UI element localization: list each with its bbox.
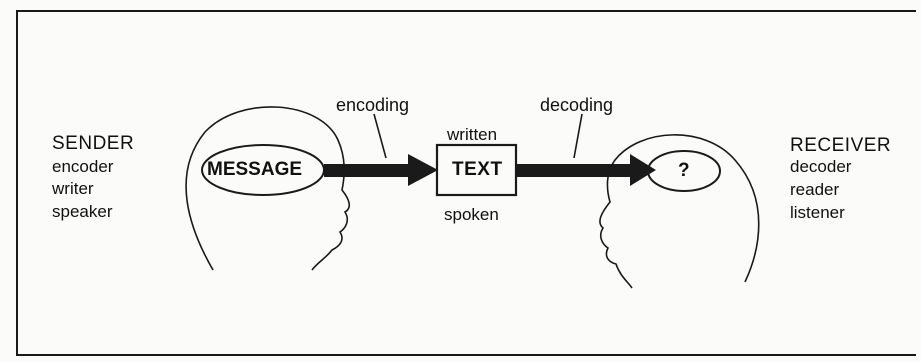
receiver-role-decoder: decoder bbox=[790, 157, 852, 176]
spoken-label: spoken bbox=[444, 205, 499, 224]
text-box-label: TEXT bbox=[452, 159, 503, 180]
receiver-role-listener: listener bbox=[790, 203, 845, 222]
receiver-role-reader: reader bbox=[790, 180, 840, 199]
diagram-frame bbox=[16, 10, 916, 356]
decoding-arrow-head bbox=[630, 154, 656, 186]
receiver-title: RECEIVER bbox=[790, 135, 892, 156]
decoding-label: decoding bbox=[540, 95, 614, 115]
sender-role-encoder: encoder bbox=[52, 157, 114, 176]
encoding-arrow-head bbox=[408, 154, 438, 186]
message-label: MESSAGE bbox=[207, 159, 303, 180]
sender-role-speaker: speaker bbox=[52, 202, 113, 221]
encoding-arrow-shaft bbox=[324, 164, 412, 177]
sender-head-outline bbox=[185, 106, 351, 271]
written-label: written bbox=[447, 125, 498, 144]
receiver-head-outline bbox=[599, 134, 760, 289]
unknown-label: ? bbox=[678, 160, 690, 181]
decoding-pointer bbox=[573, 113, 583, 159]
sender-role-writer: writer bbox=[52, 179, 94, 198]
encoding-label: encoding bbox=[336, 95, 410, 115]
sender-title: SENDER bbox=[52, 133, 135, 154]
decoding-arrow-shaft bbox=[516, 164, 634, 177]
encoding-pointer bbox=[373, 113, 387, 159]
